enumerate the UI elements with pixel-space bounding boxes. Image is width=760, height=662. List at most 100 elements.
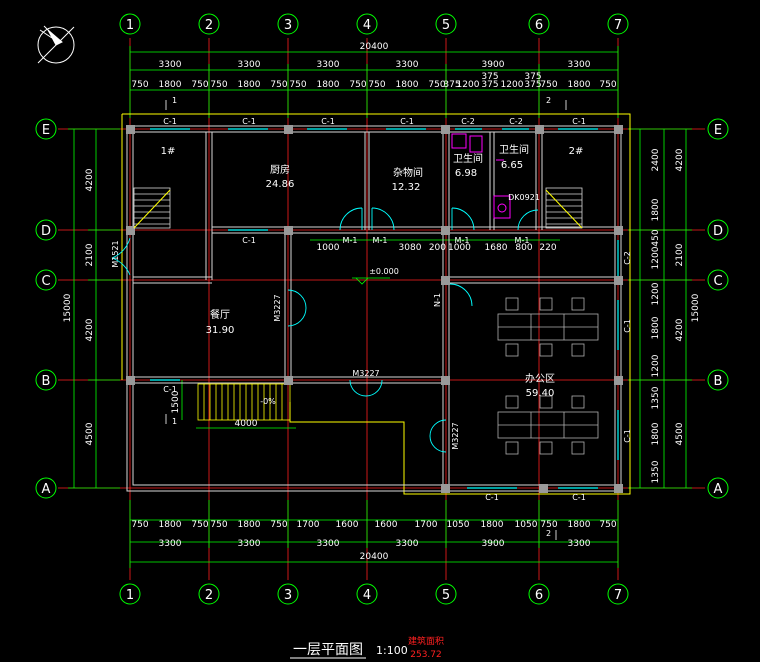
svg-text:1350: 1350 xyxy=(651,460,661,483)
grid-bubble-right-B: B xyxy=(714,374,723,389)
grid-bubble-bottom-1-circle xyxy=(119,583,141,605)
grid-bubble-bottom-5-circle xyxy=(435,583,457,605)
room-2-area: 24.86 xyxy=(266,179,295,190)
svg-text:1800: 1800 xyxy=(651,422,661,445)
entrance-ramp xyxy=(197,383,291,421)
dim-right-bay-2: 4200 xyxy=(675,318,685,341)
svg-text:1350: 1350 xyxy=(651,386,661,409)
svg-text:M3227: M3227 xyxy=(273,294,282,321)
dim-left-bay-0: 4200 xyxy=(85,168,95,191)
svg-text:C-1: C-1 xyxy=(242,117,256,126)
dim-top-overall: 20400 xyxy=(360,42,389,52)
grid-bubble-bottom-6: 6 xyxy=(535,588,543,603)
svg-text:1800: 1800 xyxy=(568,80,591,90)
dim-right-bay-3: 4500 xyxy=(675,422,685,445)
room-labels: 1# 厨房 24.86 杂物间 12.32 卫生间 6.98 卫生间 6.65 … xyxy=(161,143,584,399)
room-7-name: 餐厅 xyxy=(210,308,230,321)
svg-text:1200: 1200 xyxy=(651,282,661,305)
section-markers xyxy=(165,100,567,540)
grid-bubble-bottom-4: 4 xyxy=(363,588,371,603)
grid-bubble-top-1: 1 xyxy=(126,18,134,33)
grid-bubble-left-E-circle xyxy=(35,118,57,140)
grid-bubble-right-B-circle xyxy=(707,369,729,391)
grid-axis-lines xyxy=(58,38,705,580)
svg-text:1800: 1800 xyxy=(159,80,182,90)
svg-text:1800: 1800 xyxy=(317,80,340,90)
svg-text:750: 750 xyxy=(540,520,557,530)
svg-text:750: 750 xyxy=(270,80,287,90)
svg-text:800: 800 xyxy=(515,243,532,253)
toilet-fixtures xyxy=(451,133,511,219)
dim-interior: 1000 3080 200 1000 1680 800 220 1500 400… xyxy=(171,243,557,429)
doors xyxy=(111,207,539,453)
grid-bubble-bottom-7: 7 xyxy=(614,588,622,603)
dim-right-detail: 2400 1800 450 1200 1200 1800 1200 1350 1… xyxy=(651,148,661,483)
grid-bubble-left-B-circle xyxy=(35,369,57,391)
svg-text:750: 750 xyxy=(368,80,385,90)
svg-text:1600: 1600 xyxy=(375,520,398,530)
svg-text:375: 375 xyxy=(443,80,460,90)
svg-text:1200: 1200 xyxy=(457,80,480,90)
grid-bubbles xyxy=(35,13,729,605)
svg-text:1800: 1800 xyxy=(238,520,261,530)
grid-bubble-right-C: C xyxy=(713,274,722,289)
dim-top-small-b: 375 xyxy=(524,72,541,82)
svg-text:2400: 2400 xyxy=(651,148,661,171)
grid-bubble-left-C-circle xyxy=(35,269,57,291)
dim-top-detail: 750 1800 750 750 1800 750 750 1800 750 7… xyxy=(131,80,616,90)
grid-bubble-top-1-circle xyxy=(119,13,141,35)
section-marker-top-1: 1 xyxy=(172,96,177,105)
room-4-name: 卫生间 xyxy=(453,152,483,165)
svg-text:1680: 1680 xyxy=(485,243,508,253)
svg-text:1800: 1800 xyxy=(159,520,182,530)
dim-right-bay-1: 2100 xyxy=(675,243,685,266)
dim-right-overall: 15000 xyxy=(691,293,701,322)
grid-bubble-bottom-4-circle xyxy=(356,583,378,605)
dim-bottom-detail: 750 1800 750 750 1800 750 1700 1600 1600… xyxy=(131,520,616,530)
dim-left-bay-2: 4200 xyxy=(85,318,95,341)
svg-text:3300: 3300 xyxy=(568,539,591,549)
drawing-title: 一层平面图 xyxy=(293,642,363,658)
svg-text:C-1: C-1 xyxy=(623,429,632,443)
svg-text:1800: 1800 xyxy=(568,520,591,530)
svg-text:C-1: C-1 xyxy=(400,117,414,126)
dim-bottom-bays: 3300 3300 3300 3300 3900 3300 xyxy=(159,539,591,549)
svg-text:M-1: M-1 xyxy=(373,236,388,245)
stair-yellow-edge xyxy=(133,189,583,229)
grid-bubble-right-A: A xyxy=(714,482,723,497)
grid-bubble-left-A: A xyxy=(42,482,51,497)
dim-top-small-a: 375 xyxy=(481,72,498,82)
svg-text:M3227: M3227 xyxy=(352,369,379,378)
level-marker-icon xyxy=(352,277,390,285)
svg-text:3900: 3900 xyxy=(482,60,505,70)
svg-text:1800: 1800 xyxy=(238,80,261,90)
svg-text:750: 750 xyxy=(210,520,227,530)
opening-labels: C-1 C-1 C-1 C-1 C-2 C-2 C-1 C-1 C-1 C-1 … xyxy=(111,117,632,502)
room-7-area: 31.90 xyxy=(206,325,235,336)
svg-text:220: 220 xyxy=(539,243,556,253)
svg-text:750: 750 xyxy=(131,80,148,90)
svg-text:3300: 3300 xyxy=(317,60,340,70)
grid-bubble-top-4: 4 xyxy=(363,18,371,33)
svg-text:750: 750 xyxy=(540,80,557,90)
grid-bubble-bottom-3: 3 xyxy=(284,588,292,603)
svg-text:750: 750 xyxy=(191,80,208,90)
svg-text:3300: 3300 xyxy=(396,539,419,549)
dim-top-bays: 3300 3300 3300 3300 3900 3300 xyxy=(159,60,591,70)
grid-bubble-right-E-circle xyxy=(707,118,729,140)
svg-text:C-1: C-1 xyxy=(572,493,586,502)
grid-bubble-left-C: C xyxy=(41,274,50,289)
grid-bubble-top-7: 7 xyxy=(614,18,622,33)
svg-text:1200: 1200 xyxy=(501,80,524,90)
dim-left-bay-3: 4500 xyxy=(85,422,95,445)
room-8-area: 59.40 xyxy=(526,388,555,399)
svg-text:M-1: M-1 xyxy=(515,236,530,245)
grid-bubble-right-C-circle xyxy=(707,269,729,291)
svg-text:1800: 1800 xyxy=(481,520,504,530)
grid-bubble-top-7-circle xyxy=(607,13,629,35)
svg-text:1050: 1050 xyxy=(447,520,470,530)
room-3-name: 杂物间 xyxy=(393,166,423,179)
svg-text:750: 750 xyxy=(349,80,366,90)
svg-text:375: 375 xyxy=(524,80,541,90)
